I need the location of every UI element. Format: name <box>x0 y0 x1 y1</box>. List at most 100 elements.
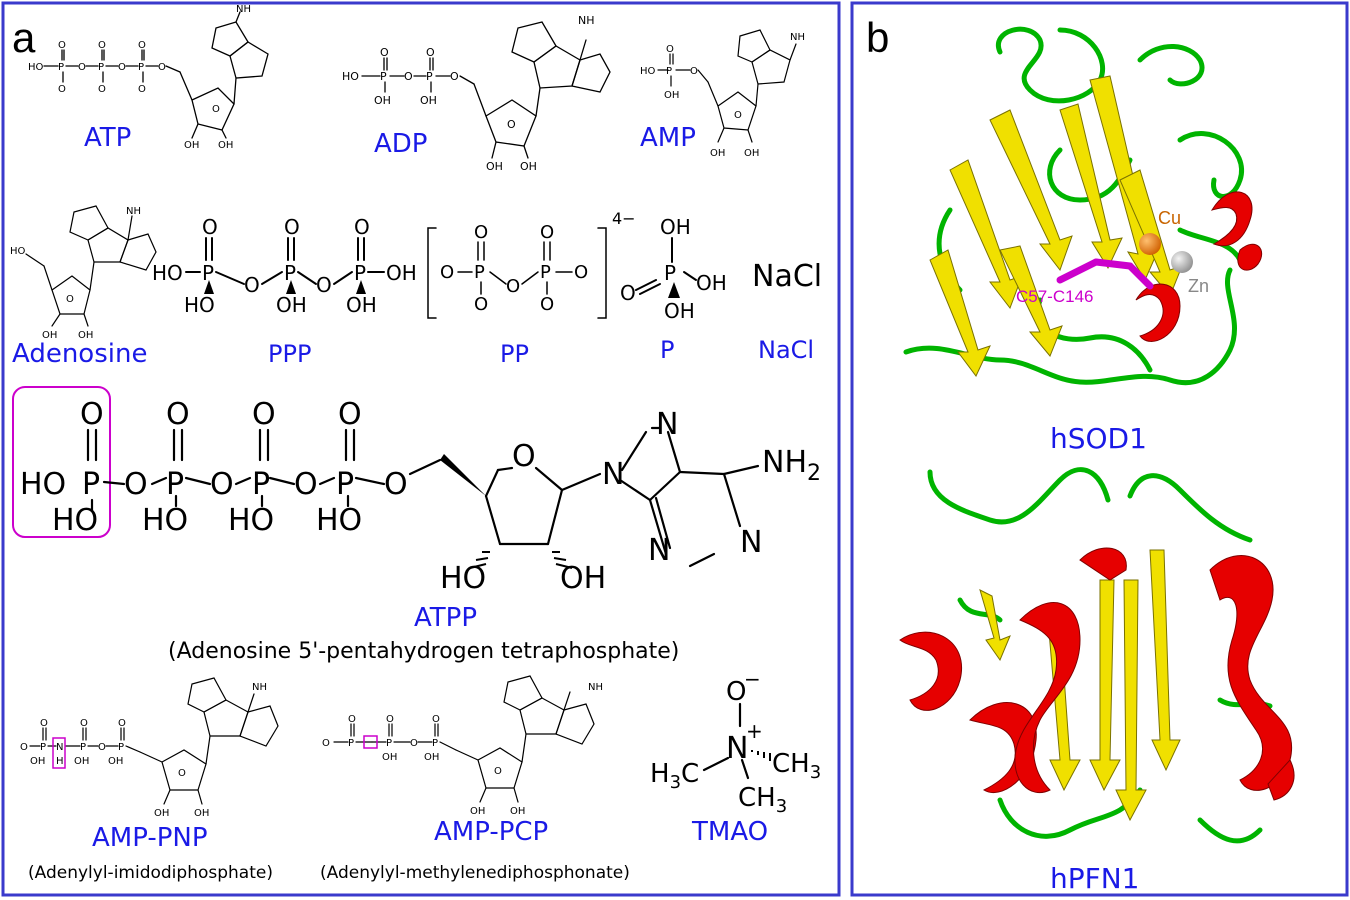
svg-text:O: O <box>316 273 332 297</box>
ampnp-full-name: (Adenylyl-imidodiphosphate) <box>28 863 273 883</box>
panel-b: b <box>850 1 1349 897</box>
tmao-nitrogen: N <box>726 731 748 766</box>
nh2-group: NH2 <box>762 445 821 486</box>
svg-text:NH: NH <box>252 682 267 693</box>
svg-text:O: O <box>386 714 394 725</box>
tmao-oxygen: O <box>726 677 746 707</box>
hsod1-strands <box>929 75 1183 377</box>
svg-text:O: O <box>210 467 234 502</box>
ampcp-label: AMP-PCP <box>434 817 548 847</box>
atpp-label: ATPP <box>414 603 477 633</box>
tmao-ch3-right: CH3 <box>772 749 821 783</box>
svg-text:OH: OH <box>194 808 209 819</box>
svg-text:OH: OH <box>276 293 307 317</box>
svg-text:OH: OH <box>386 261 417 285</box>
terminal-phosphate-box <box>12 386 111 538</box>
svg-text:O: O <box>474 294 488 315</box>
svg-text:O: O <box>540 222 554 243</box>
svg-text:O: O <box>494 766 502 777</box>
ampcp-full-name: (Adenylyl-methylenediphosphonate) <box>320 863 630 883</box>
svg-text:H: H <box>56 756 64 767</box>
svg-text:OH: OH <box>154 808 169 819</box>
hsod1-label: hSOD1 <box>1050 422 1147 455</box>
hpfn1-helices <box>899 547 1295 801</box>
adp-label: ADP <box>374 129 428 159</box>
disulfide-label: C57-C146 <box>1016 287 1094 306</box>
nacl-label: NaCl <box>758 336 814 364</box>
hpfn1-label: hPFN1 <box>1050 862 1140 895</box>
atp-label: ATP <box>84 123 131 153</box>
svg-text:P: P <box>380 70 387 83</box>
svg-text:O: O <box>284 215 300 239</box>
svg-text:O: O <box>512 439 536 474</box>
svg-text:OH: OH <box>74 756 89 767</box>
svg-text:OH: OH <box>696 271 727 295</box>
svg-text:OH: OH <box>660 215 691 239</box>
svg-text:OH: OH <box>184 140 199 151</box>
svg-text:HO: HO <box>152 261 183 285</box>
svg-text:P: P <box>80 742 86 753</box>
svg-text:HO: HO <box>228 503 274 538</box>
svg-text:O: O <box>78 62 86 73</box>
tmao-minus: − <box>744 667 761 691</box>
adenosine-label: Adenosine <box>12 339 147 369</box>
nacl-formula: NaCl <box>752 259 822 294</box>
svg-text:OH: OH <box>420 94 437 107</box>
svg-text:P: P <box>284 261 296 285</box>
svg-text:O: O <box>58 40 66 51</box>
svg-text:HO: HO <box>184 293 215 317</box>
svg-text:P: P <box>474 262 485 283</box>
panel-a-border <box>1 1 841 897</box>
svg-text:NH: NH <box>588 682 603 693</box>
svg-text:O: O <box>574 262 588 283</box>
svg-text:O: O <box>212 104 220 115</box>
svg-text:P: P <box>432 738 438 749</box>
svg-text:O: O <box>58 84 66 95</box>
svg-text:HO: HO <box>640 66 656 77</box>
hsod1-helices <box>1135 191 1263 342</box>
panel-b-border <box>850 1 1349 897</box>
svg-text:OH: OH <box>560 561 606 596</box>
svg-text:O: O <box>666 44 674 55</box>
svg-text:O: O <box>244 273 260 297</box>
atpp-full-name: (Adenosine 5'-pentahydrogen tetraphospha… <box>168 639 679 664</box>
svg-text:HO: HO <box>52 503 98 538</box>
svg-text:NH: NH <box>126 206 141 217</box>
svg-text:HO: HO <box>20 467 66 502</box>
svg-text:O: O <box>450 70 459 83</box>
svg-text:OH: OH <box>382 752 397 763</box>
copper-atom <box>1139 233 1161 255</box>
svg-text:OH: OH <box>30 756 45 767</box>
svg-text:OH: OH <box>78 330 93 341</box>
svg-text:P: P <box>40 742 46 753</box>
svg-text:O: O <box>380 46 389 59</box>
svg-text:OH: OH <box>744 148 759 159</box>
methylene-box <box>363 735 378 749</box>
zinc-atom <box>1171 251 1193 273</box>
svg-text:O: O <box>348 714 356 725</box>
svg-text:NH: NH <box>578 14 595 27</box>
hpfn1-coils <box>927 467 1273 844</box>
zinc-label: Zn <box>1188 276 1209 296</box>
svg-text:OH: OH <box>108 756 123 767</box>
svg-text:OH: OH <box>710 148 725 159</box>
ampnp-label: AMP-PNP <box>92 823 208 853</box>
svg-text:O: O <box>440 262 454 283</box>
svg-text:O: O <box>166 397 190 432</box>
tmao-structure: O − N + H3C CH3 CH3 <box>650 667 821 817</box>
svg-text:O: O <box>426 46 435 59</box>
svg-text:OH: OH <box>42 330 57 341</box>
svg-text:P: P <box>426 70 433 83</box>
svg-text:O: O <box>338 397 362 432</box>
svg-text:OH: OH <box>664 90 679 101</box>
svg-text:O: O <box>118 718 126 729</box>
svg-text:O: O <box>40 718 48 729</box>
svg-text:HO: HO <box>28 62 44 73</box>
copper-label: Cu <box>1158 208 1181 228</box>
svg-text:O: O <box>690 66 698 77</box>
